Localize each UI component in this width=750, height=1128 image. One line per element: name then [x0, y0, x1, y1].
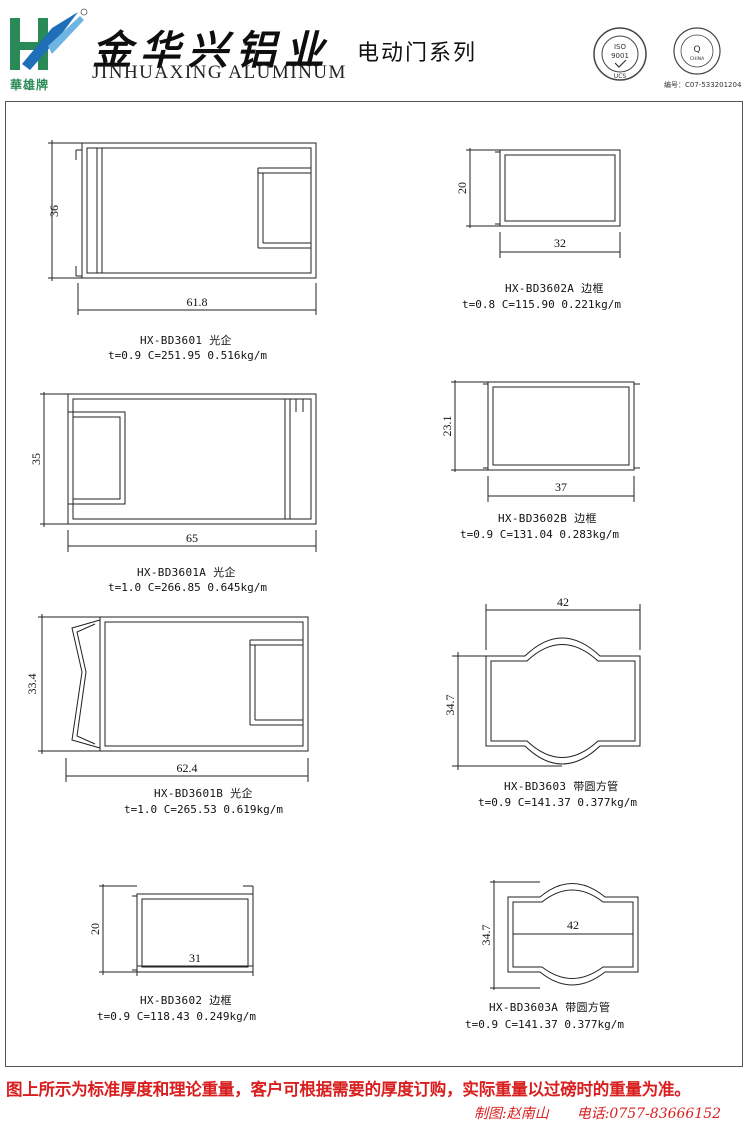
profile-name-bd3601b: HX-BD3601B 光企	[154, 787, 253, 800]
profile-name-bd3602a: HX-BD3602A 边框	[505, 282, 604, 295]
profile-spec-bd3602a: t=0.8 C=115.90 0.221kg/m	[462, 298, 621, 311]
brand-name-cn: 金华兴铝业	[92, 27, 332, 74]
drawn-by: 制图:赵南山	[474, 1106, 549, 1122]
profile-bd3603a-drawing	[490, 880, 639, 990]
profile-bd3601b-drawing	[38, 614, 309, 782]
dim-w-bd3602a: 32	[554, 236, 566, 250]
dim-w-bd3601: 61.8	[187, 295, 208, 309]
dim-w-bd3603: 42	[557, 595, 569, 609]
weight-disclaimer-note: 图上所示为标准厚度和理论重量，客户可根据需要的厚度订购，实际重量以过磅时的重量为…	[6, 1080, 691, 1099]
profile-name-bd3601a: HX-BD3601A 光企	[137, 566, 236, 579]
dim-h-bd3602b: 23.1	[440, 416, 454, 437]
profile-spec-bd3602b: t=0.9 C=131.04 0.283kg/m	[460, 528, 619, 541]
cert-iso-num: 9001	[611, 52, 629, 60]
drawing-frame	[5, 101, 743, 1067]
dim-h-bd3602: 20	[88, 923, 102, 935]
profile-spec-bd3601: t=0.9 C=251.95 0.516kg/m	[108, 349, 267, 362]
dim-h-bd3603: 34.7	[443, 695, 457, 716]
dim-h-bd3601b: 33.4	[25, 674, 39, 695]
dim-w-bd3601a: 65	[186, 531, 198, 545]
profile-name-bd3601: HX-BD3601 光企	[140, 334, 232, 347]
iso-certification-seal-icon: ISO 9001 UCS	[593, 27, 647, 81]
brand-logo-icon	[10, 8, 88, 70]
certificate-number: 编号：C07-533201204	[664, 81, 742, 89]
cert-q-letter: Q	[693, 45, 700, 55]
profile-spec-bd3603: t=0.9 C=141.37 0.377kg/m	[478, 796, 637, 809]
profile-bd3603-drawing	[452, 604, 641, 770]
series-title: 电动门系列	[357, 41, 478, 66]
dim-w-bd3602: 31	[189, 951, 201, 965]
quality-china-seal-icon: Q CHINA	[673, 27, 721, 75]
profile-bd3601-drawing	[48, 140, 317, 315]
cert-q-text: CHINA	[690, 56, 705, 62]
profile-spec-bd3601b: t=1.0 C=265.53 0.619kg/m	[124, 803, 283, 816]
profile-name-bd3603a: HX-BD3603A 带圆方管	[489, 1001, 611, 1014]
profile-spec-bd3601a: t=1.0 C=266.85 0.645kg/m	[108, 581, 267, 594]
cert-iso-top: ISO	[614, 43, 627, 51]
dim-w-bd3602b: 37	[555, 480, 567, 494]
dim-w-bd3601b: 62.4	[177, 761, 198, 775]
profile-spec-bd3602: t=0.9 C=118.43 0.249kg/m	[97, 1010, 256, 1023]
phone-number: 电话:0757-83666152	[576, 1106, 722, 1122]
cert-iso-bottom: UCS	[614, 73, 627, 80]
profile-name-bd3602b: HX-BD3602B 边框	[498, 512, 597, 525]
dim-h-bd3601a: 35	[29, 453, 43, 465]
brand-sub-name: 華雄牌	[10, 78, 50, 92]
profile-bd3601a-drawing	[40, 392, 317, 552]
profile-bd3602-drawing	[99, 884, 254, 976]
brand-name-en: JINHUAXING ALUMINUM	[92, 62, 347, 83]
dim-h-bd3603a: 34.7	[479, 925, 493, 946]
profile-spec-bd3603a: t=0.9 C=141.37 0.377kg/m	[465, 1018, 624, 1031]
dim-h-bd3602a: 20	[455, 182, 469, 194]
profile-bd3602b-drawing	[451, 380, 640, 502]
dim-h-bd3601: 36	[47, 205, 61, 217]
profile-name-bd3602: HX-BD3602 边框	[140, 994, 232, 1007]
profile-bd3602a-drawing	[466, 148, 621, 258]
profile-name-bd3603: HX-BD3603 带圆方管	[504, 780, 619, 793]
dim-w-bd3603a: 42	[567, 918, 579, 932]
credits: 制图:赵南山 电话:0757-83666152	[474, 1103, 721, 1123]
